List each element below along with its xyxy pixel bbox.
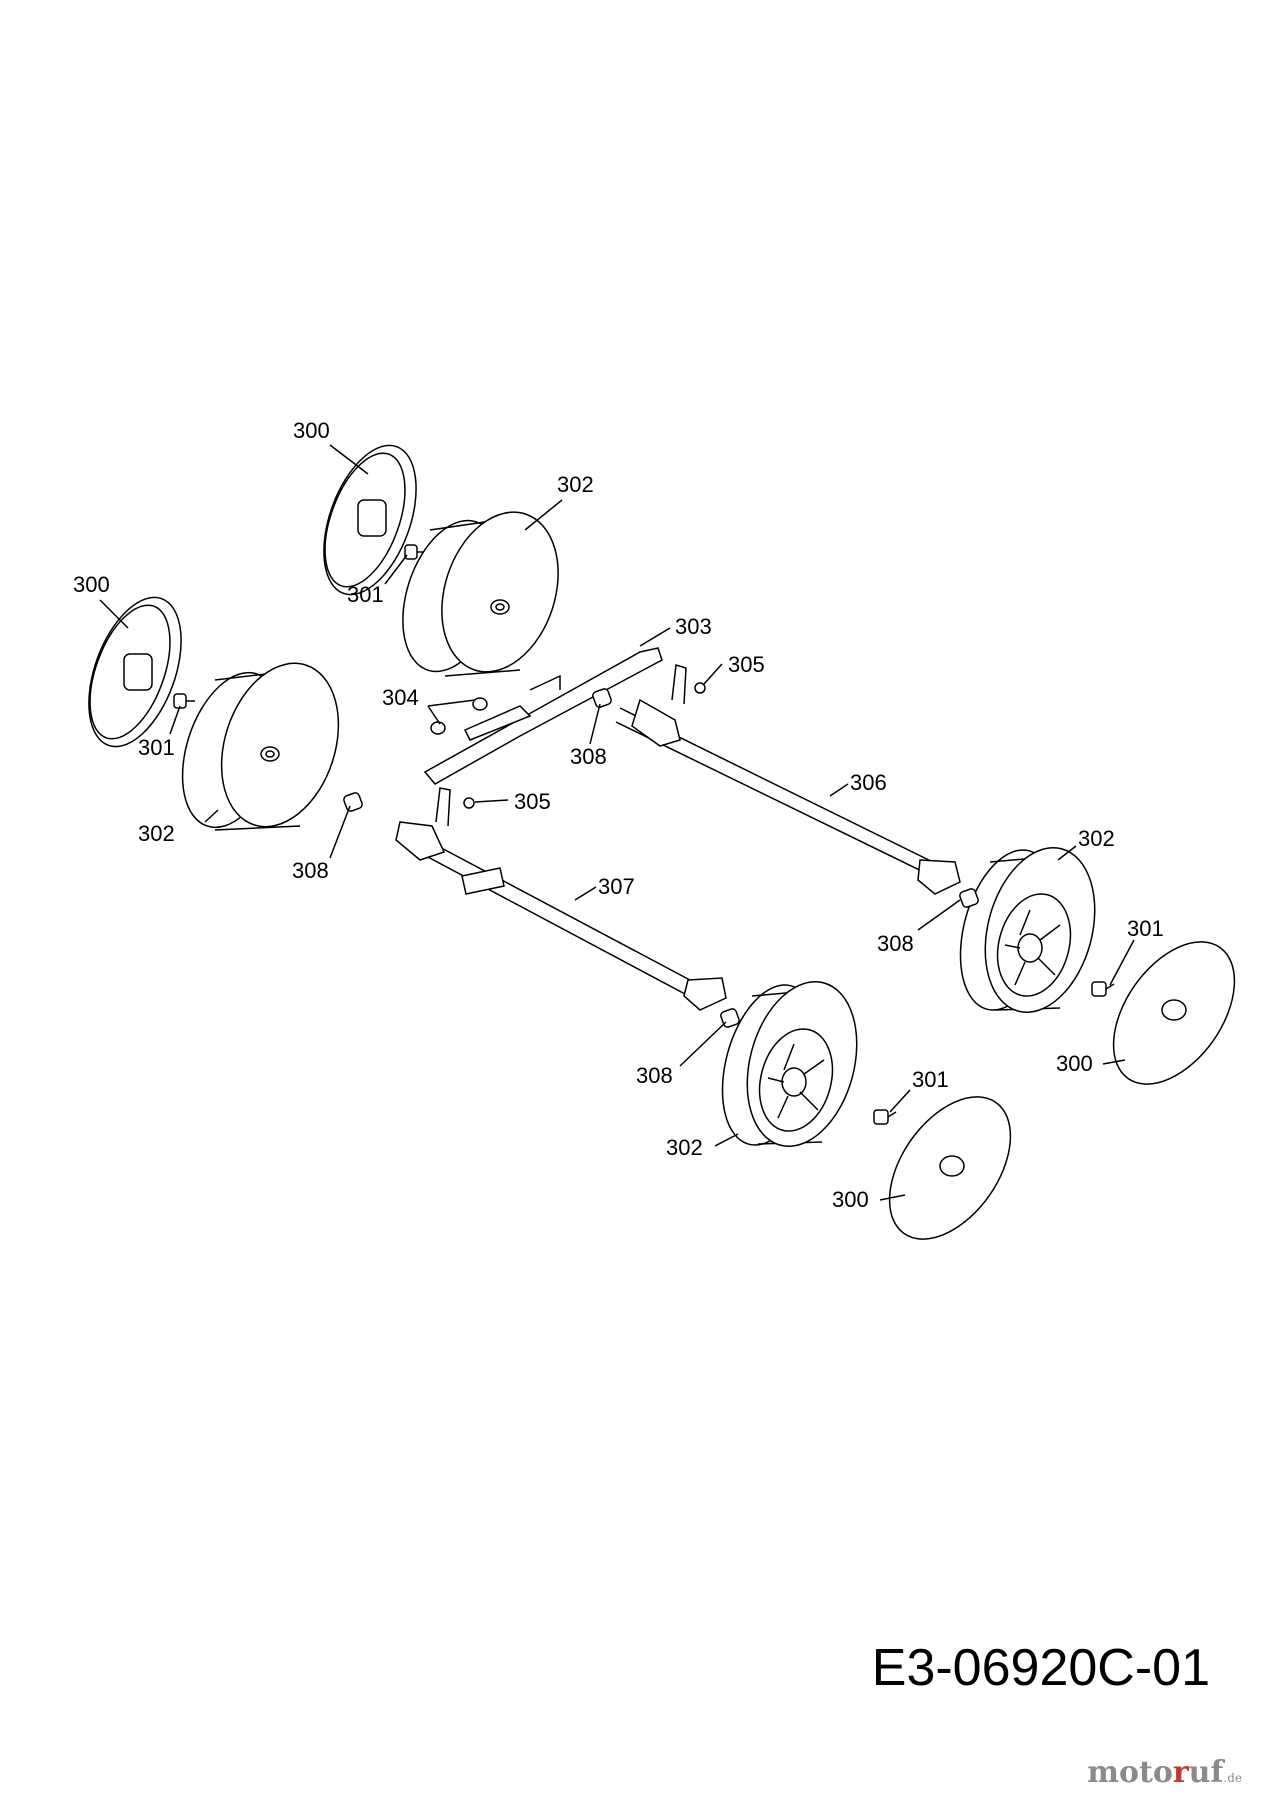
callout-300-top: 300 [293, 418, 330, 443]
wheel-bottom [721, 981, 858, 1147]
wheel-right [959, 847, 1096, 1013]
callout-306: 306 [850, 770, 887, 795]
wheel-cap-left [88, 596, 182, 748]
height-adjust-bar [423, 647, 663, 785]
callout-308-mid: 308 [570, 744, 607, 769]
watermark-logo: motoruf.de [1087, 1755, 1242, 1790]
watermark-suffix: .de [1223, 1771, 1242, 1785]
wheel-cap-right [1112, 941, 1236, 1085]
bushing-left [343, 792, 363, 812]
callout-305-top: 305 [728, 652, 765, 677]
callout-307: 307 [598, 874, 635, 899]
callout-301-bottom: 301 [912, 1067, 949, 1092]
callout-302-right: 302 [1078, 826, 1115, 851]
axle-rear [615, 664, 961, 895]
callout-301-left: 301 [138, 735, 175, 760]
bushing-right [959, 888, 979, 908]
nut-pair [430, 697, 488, 735]
wheel-cap-top [323, 444, 417, 596]
bolt-right [1091, 981, 1115, 997]
callout-300-bottom: 300 [832, 1187, 869, 1212]
watermark-text-r: r [1172, 1755, 1189, 1790]
axle-front [395, 787, 727, 1011]
callout-303: 303 [675, 614, 712, 639]
callout-305-mid: 305 [514, 789, 551, 814]
leader-lines [99, 444, 1135, 1201]
callout-308-right: 308 [877, 931, 914, 956]
clip-mid [463, 797, 475, 809]
callout-301-top: 301 [347, 582, 384, 607]
callout-301-right: 301 [1127, 916, 1164, 941]
callout-302-bottom: 302 [666, 1135, 703, 1160]
callout-302-left: 302 [138, 821, 175, 846]
drawing-number: E3-06920C-01 [871, 1639, 1210, 1697]
wheel-cap-bottom [888, 1096, 1012, 1240]
watermark-text-b: uf [1188, 1755, 1224, 1790]
watermark-text-a: moto [1087, 1755, 1173, 1790]
clip-top [694, 682, 706, 694]
callout-308-left: 308 [292, 858, 329, 883]
wheel-top [402, 511, 559, 677]
callout-300-right: 300 [1056, 1051, 1093, 1076]
bolt-left [173, 693, 195, 709]
callout-302-top: 302 [557, 472, 594, 497]
callout-300-left: 300 [73, 572, 110, 597]
bushing-mid [592, 688, 612, 708]
wheel-left [181, 662, 340, 831]
bolt-bottom [873, 1109, 897, 1125]
callout-308-bottom: 308 [636, 1063, 673, 1088]
callout-304: 304 [382, 685, 419, 710]
